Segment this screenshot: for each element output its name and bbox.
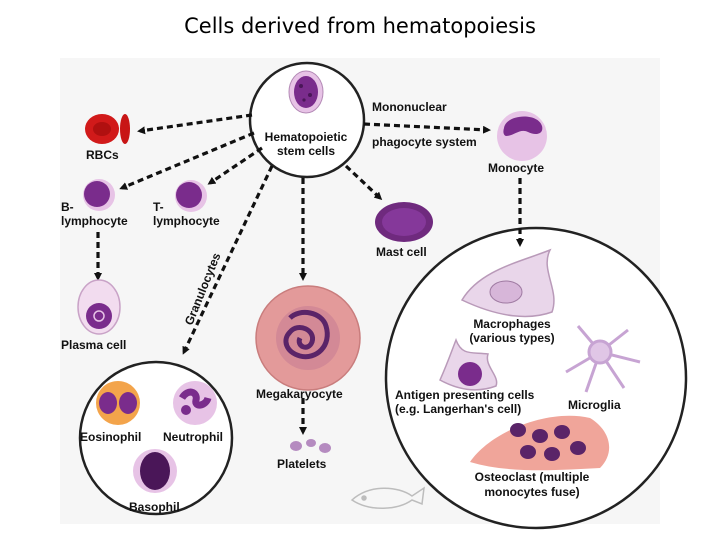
rbc-icon [85, 114, 130, 144]
platelets-icon [290, 439, 331, 453]
mast-cell-label: Mast cell [376, 245, 427, 259]
t-lymphocyte-label-line1: T- [153, 200, 164, 214]
t-lymphocyte-label-line2: lymphocyte [153, 214, 220, 228]
arrow-to-granulocytes [182, 165, 274, 355]
neutrophil-label: Neutrophil [163, 430, 223, 444]
megakaryocyte-icon [255, 285, 361, 391]
apc-label-line2: (e.g. Langerhan's cell) [395, 402, 521, 416]
stem-cell-icon [288, 70, 324, 114]
stem-cell-circle [248, 61, 366, 179]
antigen-presenting-cell-icon [439, 337, 498, 391]
apc-label-line1: Antigen presenting cells [395, 388, 535, 402]
monocyte-label: Monocyte [488, 161, 544, 175]
microglia-label: Microglia [568, 398, 621, 412]
arrow-to-monocyte [363, 122, 491, 134]
eosinophil-label: Eosinophil [80, 430, 141, 444]
mono-system-label-line2: phagocyte system [372, 135, 477, 149]
osteoclast-label-line2: monocytes fuse) [484, 485, 579, 499]
arrow-to-t-lymphocyte [207, 146, 263, 185]
b-lymphocyte-label-line2: lymphocyte [61, 214, 128, 228]
megakaryocyte-label: Megakaryocyte [256, 387, 343, 401]
eosinophil-icon [96, 381, 140, 425]
arrow-to-b-lymphocyte [119, 131, 255, 190]
osteoclast-label-line1: Osteoclast (multiple [475, 470, 590, 484]
monocyte-icon [497, 111, 547, 161]
basophil-icon [133, 449, 177, 493]
microglia-icon [565, 325, 641, 393]
t-lymphocyte-icon [175, 180, 207, 212]
b-lymphocyte-label-line1: B- [61, 200, 74, 214]
b-lymphocyte-icon [83, 179, 115, 211]
basophil-label: Basophil [129, 500, 180, 514]
macrophages-label-line1: Macrophages [473, 317, 551, 331]
osteoclast-icon [470, 415, 610, 471]
stem-label-line1: Hematopoietic [265, 130, 348, 144]
plasma-cell-label: Plasma cell [61, 338, 126, 352]
arrow-to-rbcs [137, 113, 253, 135]
fish-logo-icon [350, 486, 425, 509]
rbcs-label: RBCs [86, 148, 119, 162]
page-title: Cells derived from hematopoiesis [184, 14, 536, 38]
stem-label-line2: stem cells [277, 144, 335, 158]
mast-cell-icon [375, 202, 433, 242]
mononuclear-phagocyte-circle [384, 226, 688, 530]
macrophage-icon [460, 248, 555, 318]
plasma-cell-icon [77, 279, 121, 335]
macrophages-label-line2: (various types) [469, 331, 554, 345]
platelets-label: Platelets [277, 457, 327, 471]
mono-system-label-line1: Mononuclear [372, 100, 447, 114]
neutrophil-icon [173, 381, 217, 425]
arrow-to-mast-cell [344, 164, 383, 201]
